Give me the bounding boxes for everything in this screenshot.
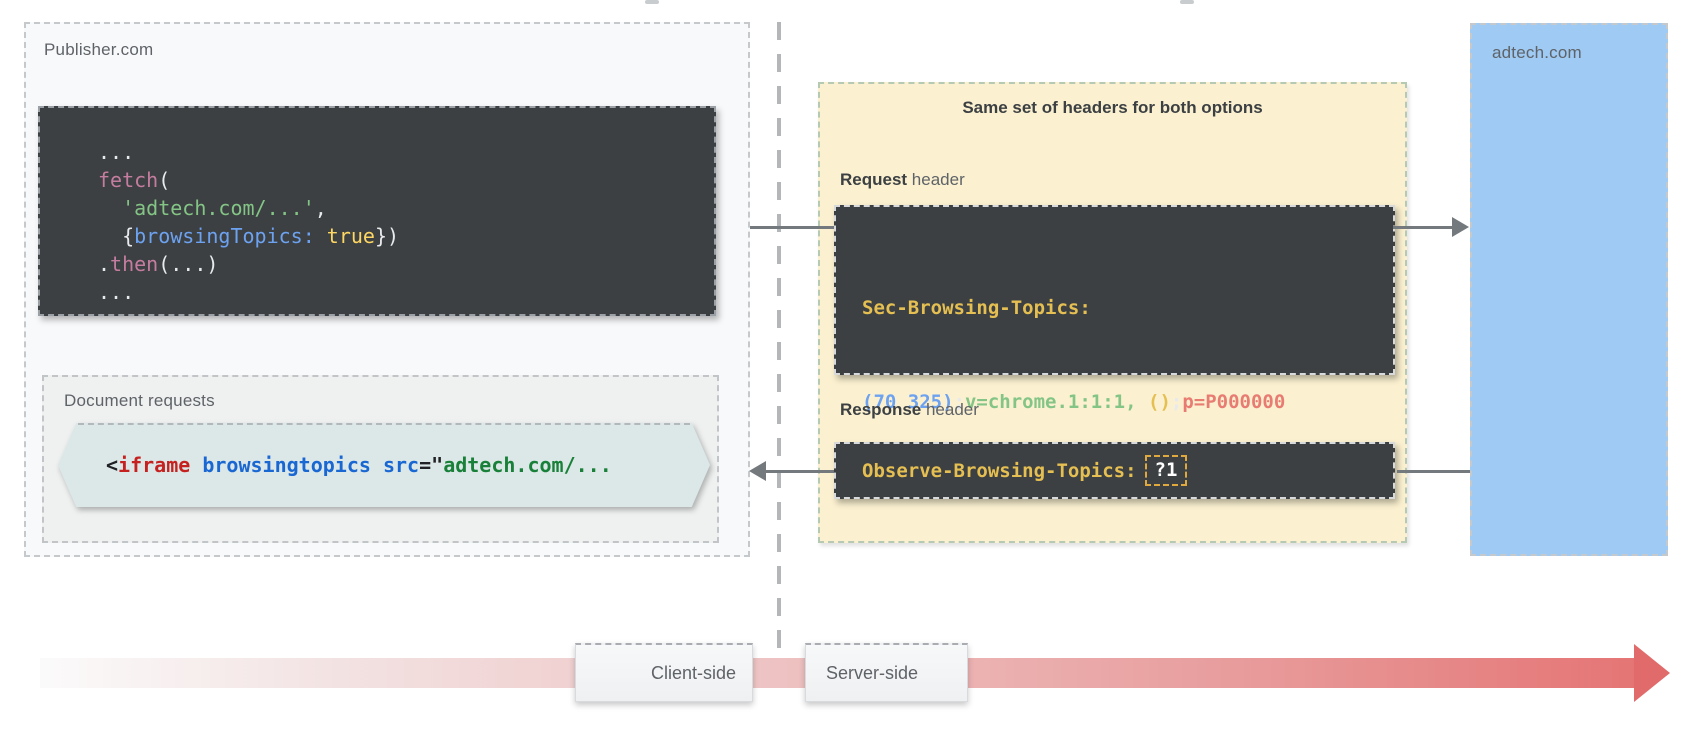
request-header-name: Sec-Browsing-Topics: — [862, 297, 1091, 319]
publisher-label: Publisher.com — [44, 40, 154, 59]
response-header-label: Response header — [840, 400, 979, 420]
hexagon-dashed-edge — [77, 423, 691, 425]
code-token: ; — [953, 391, 965, 413]
code-token: , — [314, 196, 327, 220]
iframe-code: <iframe browsingtopics src="adtech.com/.… — [58, 423, 710, 507]
response-connector-left — [765, 470, 834, 473]
fetch-code-block: ... fetch( 'adtech.com/...', {browsingTo… — [38, 106, 716, 316]
code-token: ( — [158, 168, 171, 192]
request-header-label: Request header — [840, 170, 965, 190]
code-token: () — [1148, 391, 1171, 413]
code-token: ; — [1170, 391, 1183, 413]
code-token — [315, 224, 327, 248]
client-side-label: Client-side — [650, 662, 736, 683]
response-header-box: Observe-Browsing-Topics: ?1 — [834, 442, 1395, 499]
request-header-label-rest: header — [907, 170, 965, 189]
request-header-value: (70 325);v=chrome.1:1:1, ();p=P000000 — [862, 391, 1367, 413]
request-header-label-bold: Request — [840, 170, 908, 189]
code-token: src — [370, 453, 420, 477]
code-token: fetch — [98, 168, 159, 192]
publisher-panel: Publisher.com ... fetch( 'adtech.com/...… — [24, 22, 750, 557]
code-token: browsingtopics — [190, 453, 371, 477]
response-arrowhead-icon — [749, 461, 766, 481]
request-connector-right — [1393, 226, 1453, 229]
response-header-value: ?1 — [1144, 455, 1188, 486]
fetch-code: ... fetch( 'adtech.com/...', {browsingTo… — [40, 108, 714, 306]
response-header-label-bold: Response — [840, 400, 922, 419]
adtech-panel: adtech.com — [1470, 23, 1668, 556]
code-token: v=chrome.1:1:1, — [964, 391, 1137, 413]
code-token: true — [326, 224, 375, 248]
response-header-label-rest: header — [921, 400, 979, 419]
headers-panel: Same set of headers for both options Req… — [818, 82, 1407, 543]
request-header-box: Sec-Browsing-Topics: (70 325);v=chrome.1… — [834, 205, 1395, 413]
response-header-name: Observe-Browsing-Topics: — [862, 459, 1137, 482]
code-token: ... — [98, 280, 135, 304]
code-token: < — [106, 453, 119, 477]
cropped-arrow-stub — [1180, 0, 1194, 4]
code-token: (...) — [158, 252, 219, 276]
code-token: iframe — [118, 453, 191, 477]
cropped-arrow-stub — [645, 0, 659, 4]
request-arrowhead-icon — [1452, 217, 1469, 237]
request-connector-left — [750, 226, 834, 229]
client-server-separator-line — [777, 22, 781, 650]
headers-panel-title: Same set of headers for both options — [962, 98, 1263, 117]
server-side-label: Server-side — [826, 662, 919, 683]
code-token: . — [98, 252, 111, 276]
document-requests-panel: Document requests <iframe browsingtopics… — [42, 375, 719, 543]
code-token: then — [110, 252, 159, 276]
response-connector-right — [1397, 470, 1470, 473]
code-token: { — [98, 224, 135, 248]
client-side-badge: Client-side — [575, 643, 753, 702]
code-token — [1137, 391, 1148, 413]
code-token: =" — [419, 453, 444, 477]
code-token: }) — [374, 224, 400, 248]
code-token: browsingTopics: — [134, 224, 315, 248]
code-token: (70 325) — [862, 391, 954, 413]
document-requests-label: Document requests — [64, 391, 215, 410]
code-token: ... — [98, 140, 135, 164]
server-side-badge: Server-side — [805, 643, 968, 702]
code-token: adtech.com/... — [443, 453, 612, 477]
adtech-label: adtech.com — [1492, 43, 1582, 62]
code-token: 'adtech.com/...' — [98, 196, 315, 220]
code-token: p=P000000 — [1182, 391, 1286, 413]
timeline-arrowhead-icon — [1634, 644, 1670, 702]
iframe-tag-shape: <iframe browsingtopics src="adtech.com/.… — [58, 423, 710, 507]
